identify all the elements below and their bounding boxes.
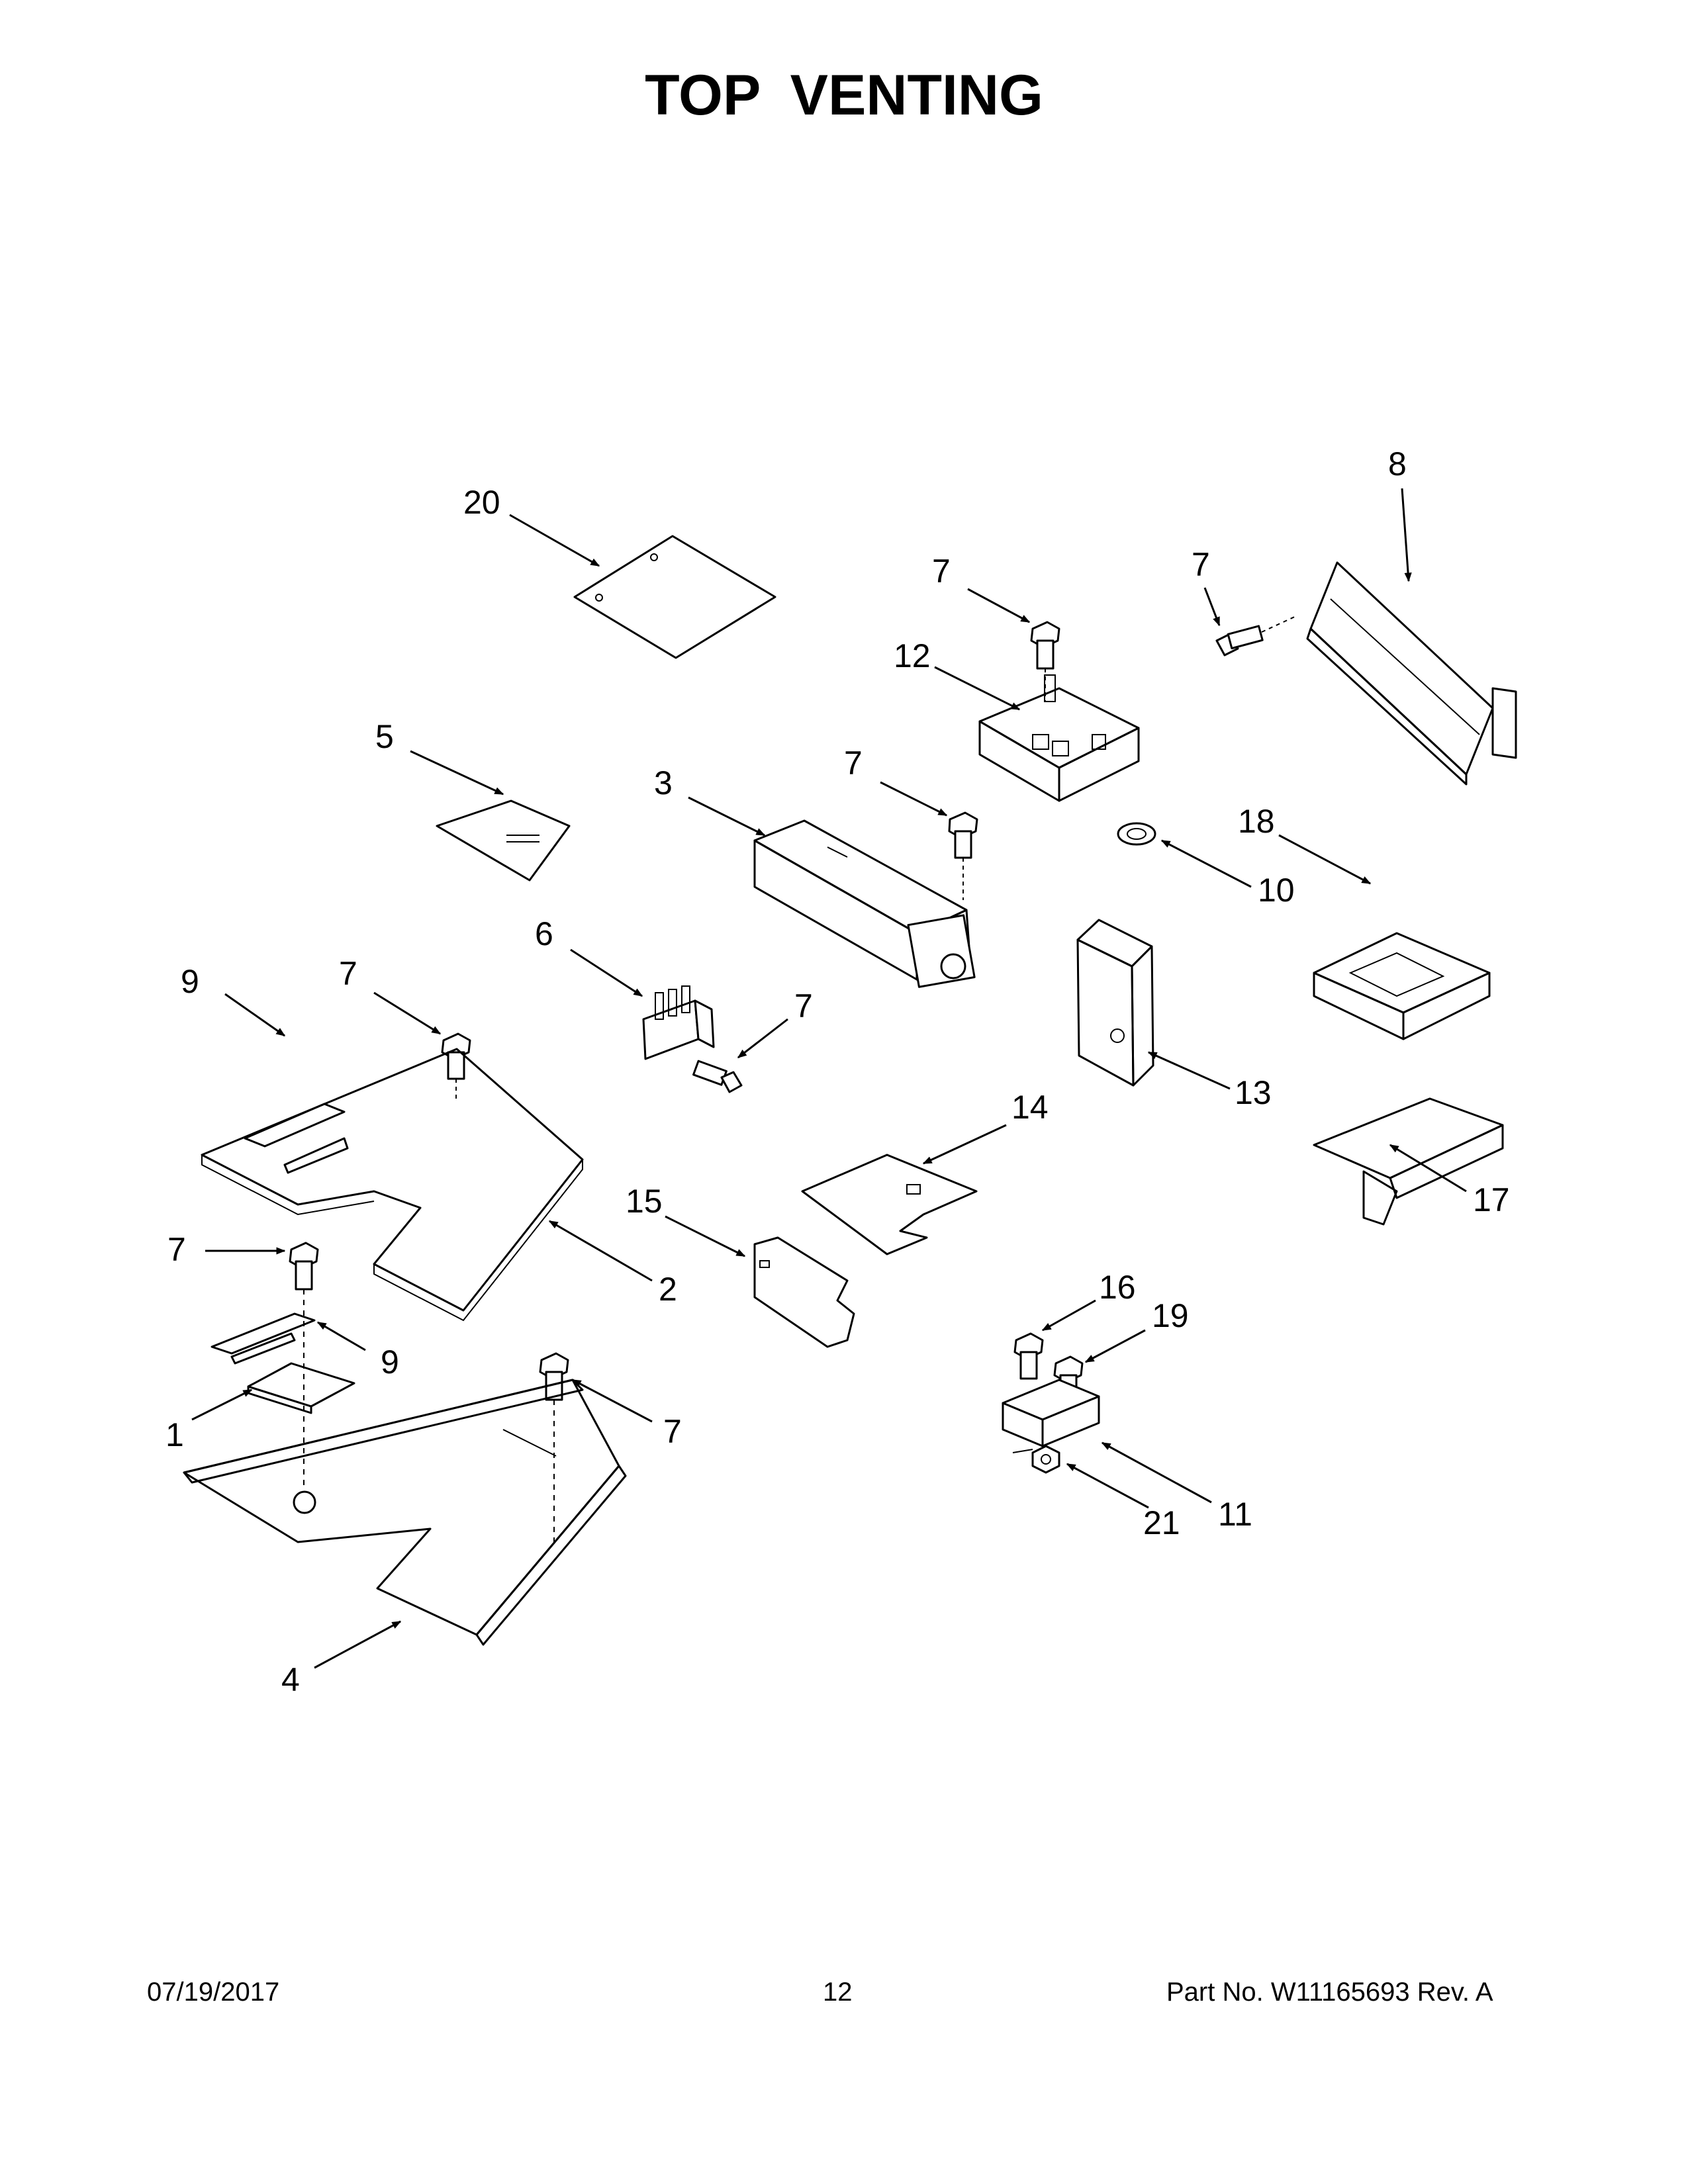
part-20-plate: [573, 535, 776, 659]
leader-arrow: [1066, 1463, 1149, 1509]
leader-arrow: [1101, 1441, 1212, 1504]
callout-16: 16: [1099, 1269, 1136, 1306]
callout-7: 7: [167, 1231, 186, 1268]
callout-1: 1: [165, 1416, 184, 1453]
callout-9: 9: [381, 1343, 399, 1381]
part-5-plate: [436, 799, 571, 882]
footer-date: 07/19/2017: [147, 1978, 280, 2007]
leader-arrow: [548, 1220, 653, 1282]
callout-5: 5: [375, 718, 394, 755]
leader-arrow: [665, 1215, 746, 1257]
leader-arrow: [737, 1018, 788, 1059]
callout-7: 7: [932, 553, 951, 590]
screw-7: [948, 811, 978, 900]
callout-21: 21: [1143, 1504, 1180, 1541]
screw-7: [1215, 615, 1298, 657]
leader-arrow: [570, 948, 643, 997]
callout-8: 8: [1388, 445, 1407, 482]
callout-7: 7: [844, 745, 863, 782]
leader-arrow: [688, 796, 766, 837]
callout-18: 18: [1238, 803, 1275, 840]
part-9-clip: [244, 1103, 349, 1174]
part-17-deflector: [1313, 1097, 1504, 1226]
screw-16: [1013, 1332, 1044, 1380]
leader-arrow: [191, 1388, 253, 1421]
part-11-terminal-block: [1002, 1379, 1100, 1453]
part-18-tray: [1313, 932, 1491, 1040]
leader-arrow: [224, 993, 286, 1037]
part-9-clip: [211, 1312, 316, 1365]
leader-arrow: [1203, 587, 1221, 627]
part-13-junction-box: [1076, 919, 1154, 1087]
part-14-plate: [801, 1154, 978, 1255]
callout-4: 4: [281, 1661, 300, 1698]
callout-20: 20: [463, 484, 500, 521]
footer-part-number: Part No. W11165693 Rev. A: [1166, 1978, 1493, 2007]
callout-11: 11: [1218, 1496, 1252, 1533]
part-4-base-pan: [183, 1379, 627, 1646]
callout-9: 9: [181, 963, 199, 1000]
callout-7: 7: [794, 987, 813, 1024]
leader-arrow: [1147, 1051, 1231, 1090]
leader-arrow: [571, 1379, 653, 1423]
callout-6: 6: [535, 915, 553, 952]
leader-arrow: [1389, 1144, 1467, 1193]
screw-7: [289, 1242, 319, 1489]
callout-10: 10: [1258, 872, 1295, 909]
leader-arrow: [967, 588, 1031, 623]
leader-arrow: [410, 750, 504, 796]
part-6-component: [642, 985, 715, 1060]
footer-page-number: 12: [823, 1978, 853, 2007]
leader-arrow: [1160, 839, 1252, 888]
part-15-bracket: [753, 1236, 855, 1348]
part-3-valve-assembly: [753, 819, 976, 988]
leader-arrow: [316, 1321, 366, 1351]
callout-3: 3: [654, 764, 673, 801]
part-8-bracket: [1306, 561, 1517, 786]
callout-13: 13: [1235, 1074, 1272, 1111]
screw-7: [692, 1060, 743, 1093]
leader-arrow: [934, 666, 1021, 711]
leader-arrow: [1084, 1329, 1146, 1363]
part-10-washer: [1117, 822, 1156, 846]
page-title: TOP VENTING: [645, 64, 1043, 127]
leader-arrow: [880, 781, 948, 817]
screw-7: [441, 1032, 471, 1099]
leader-arrow: [509, 514, 600, 567]
leader-arrow: [373, 991, 442, 1035]
part-1-deflector: [247, 1362, 355, 1414]
leader-arrow: [1041, 1299, 1096, 1332]
callout-2: 2: [659, 1271, 677, 1308]
part-21-nut: [1031, 1445, 1060, 1474]
part-12-control-box: [978, 674, 1140, 802]
leader-arrow: [1278, 834, 1372, 885]
leader-arrow: [922, 1124, 1007, 1165]
callout-19: 19: [1152, 1297, 1189, 1334]
leader-arrow: [314, 1620, 402, 1669]
callout-14: 14: [1011, 1089, 1049, 1126]
part-2-panel: [201, 1048, 584, 1322]
callout-7: 7: [663, 1413, 682, 1450]
callout-12: 12: [894, 637, 931, 674]
callout-15: 15: [626, 1183, 663, 1220]
callout-17: 17: [1473, 1181, 1510, 1218]
callout-7: 7: [339, 955, 357, 992]
callout-7: 7: [1192, 546, 1210, 583]
leader-arrow: [1401, 488, 1412, 582]
